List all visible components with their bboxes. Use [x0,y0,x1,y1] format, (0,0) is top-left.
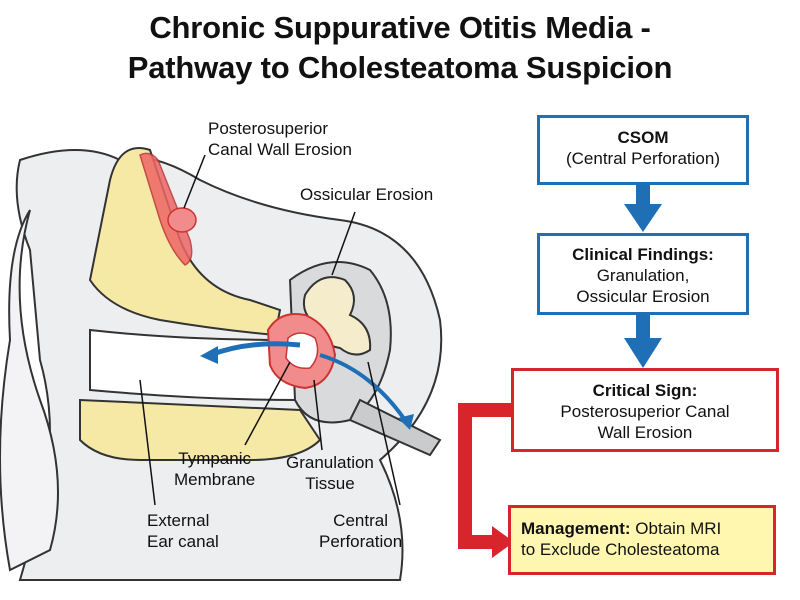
management-line-2: to Exclude Cholesteatoma [521,540,720,559]
label-posterosuperior-line-1: Posterosuperior [208,119,329,138]
label-granulation-line-1: Granulation [286,453,374,472]
clinical-line-1: Granulation, [596,266,690,285]
label-ossicular-erosion: Ossicular Erosion [300,185,434,204]
label-tympanic-membrane: Tympanic Membrane [174,448,255,490]
flow-box-csom: CSOM (Central Perforation) [537,115,749,185]
clinical-title: Clinical Findings: [572,245,714,264]
critical-title: Critical Sign: [592,381,698,400]
label-external-ear-canal: External Ear canal [147,510,219,552]
leader-posterosuperior [183,154,206,209]
discharge-arrow-left-head [200,346,218,364]
discharge-arrow-right-head [398,414,414,430]
leader-tympanic [244,361,291,446]
flow-box-critical-sign: Critical Sign: Posterosuperior Canal Wal… [511,368,779,452]
critical-line-2: Wall Erosion [597,423,693,442]
leader-ossicular [331,211,356,276]
auricle [0,209,59,572]
leader-granulation [313,379,323,451]
flow-box-management: Management: Obtain MRI to Exclude Choles… [508,505,776,575]
ear-anatomy-illustration [0,147,443,581]
label-external-line-1: External [147,511,210,530]
central-perforation [285,332,319,370]
label-posterosuperior: Posterosuperior Canal Wall Erosion [208,118,352,160]
label-central-line-1: Central [333,511,388,530]
posterosuperior-wall-erosion [139,152,193,266]
label-granulation-line-2: Tissue [305,474,355,493]
management-line-1: Obtain MRI [630,519,722,538]
label-granulation-tissue: Granulation Tissue [286,452,374,494]
discharge-arrow-right [319,353,407,422]
flow-arrow-2-head [624,338,662,368]
label-tympanic-line-1: Tympanic [178,449,251,468]
flow-arrow-1-shaft [636,184,650,204]
discharge-arrow-left [209,341,301,358]
critical-line-1: Posterosuperior Canal [560,402,730,421]
label-tympanic-line-2: Membrane [174,470,256,489]
management-title: Management: [521,519,631,538]
title-line-1: Chronic Suppurative Otitis Media - [149,10,651,45]
title-line-2: Pathway to Cholesteatoma Suspicion [127,50,673,85]
leader-central [367,361,401,506]
label-central-line-2: Perforation [319,532,403,551]
csom-title: CSOM [617,128,669,147]
eustachian-tube [348,398,442,457]
csom-subtitle: (Central Perforation) [565,149,720,168]
flow-arrow-1-head [624,204,662,232]
page-title: Chronic Suppurative Otitis Media - Pathw… [0,8,800,88]
label-central-perforation: Central Perforation [319,510,402,552]
erosion-patch-superior [167,207,197,233]
clinical-line-2: Ossicular Erosion [576,287,710,306]
flow-arrow-2-shaft [636,312,650,340]
inferior-canal-bone [79,398,322,461]
flow-box-clinical-findings: Clinical Findings: Granulation, Ossicula… [537,233,749,315]
label-external-line-2: Ear canal [147,532,219,551]
label-posterosuperior-line-2: Canal Wall Erosion [208,140,352,159]
leader-external [139,379,156,506]
